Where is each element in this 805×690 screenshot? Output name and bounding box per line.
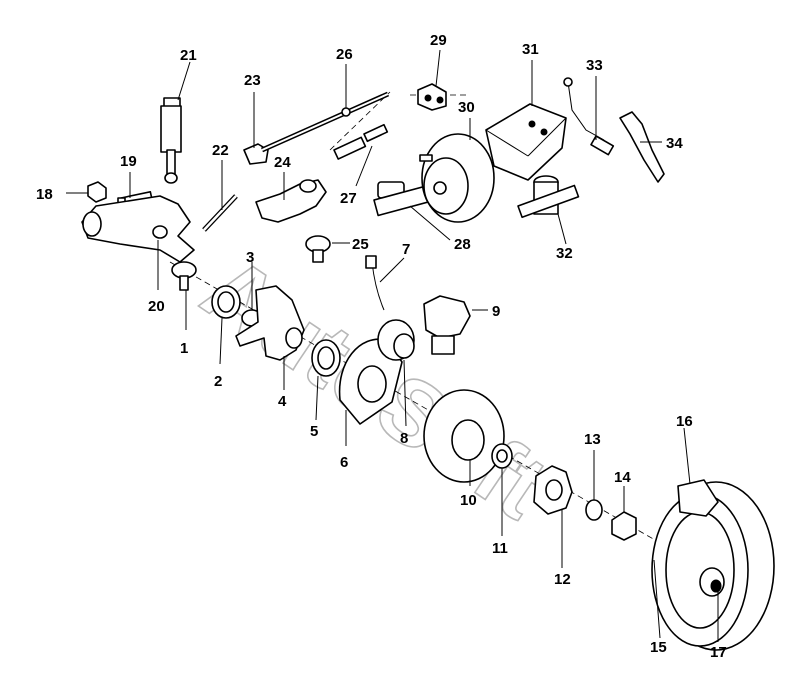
part-upper-control-arm-24 (255, 172, 327, 223)
part-rod-26 (260, 64, 390, 153)
label-28: 28 (454, 236, 471, 253)
label-9: 9 (492, 303, 500, 320)
label-13: 13 (584, 431, 601, 448)
label-22: 22 (212, 142, 229, 159)
label-16: 16 (676, 413, 693, 430)
label-30: 30 (458, 99, 475, 116)
label-8: 8 (400, 430, 408, 447)
label-26: 26 (336, 46, 353, 63)
part-master-cylinder-28 (373, 181, 451, 241)
part-bracket-23 (243, 92, 269, 165)
part-center-cap-17 (710, 579, 722, 642)
part-seal-2 (211, 285, 241, 365)
part-tie-rod-22 (202, 160, 238, 232)
part-pedal-bracket-31 (485, 60, 567, 181)
part-brake-disc-10 (423, 389, 505, 486)
label-11: 11 (492, 540, 508, 557)
label-24: 24 (274, 154, 291, 171)
part-hub-8 (377, 319, 415, 427)
part-bearing-5 (311, 339, 341, 421)
part-knuckle-4 (235, 285, 305, 390)
part-bracket-29 (417, 49, 447, 111)
label-5: 5 (310, 423, 318, 440)
label-1: 1 (180, 340, 188, 357)
part-bearing-11 (491, 443, 513, 536)
part-clutch-cylinder-32 (517, 175, 580, 245)
part-nut-18 (66, 181, 107, 203)
part-line-fitting-27 (333, 123, 389, 187)
label-2: 2 (214, 373, 222, 390)
callout-labels: 1 2 3 4 5 6 7 8 9 10 11 12 13 14 15 16 1… (36, 32, 727, 661)
label-15: 15 (650, 639, 667, 656)
part-cap-14 (611, 486, 637, 541)
label-29: 29 (430, 32, 447, 49)
part-nut-13 (585, 450, 603, 521)
label-18: 18 (36, 186, 53, 203)
label-23: 23 (244, 72, 261, 89)
label-25: 25 (352, 236, 369, 253)
part-caliper-9 (423, 295, 488, 355)
part-lower-control-arm-20 (81, 195, 195, 290)
label-10: 10 (460, 492, 477, 509)
part-brake-booster-30 (419, 118, 495, 223)
part-pedal-34 (619, 111, 665, 183)
label-17: 17 (710, 644, 727, 661)
label-14: 14 (614, 469, 631, 486)
label-7: 7 (402, 241, 410, 258)
part-hub-flange-12 (533, 465, 573, 568)
label-34: 34 (666, 135, 683, 152)
part-sensor-7 (365, 255, 405, 311)
part-wire-33 (563, 76, 615, 156)
label-33: 33 (586, 57, 603, 74)
label-27: 27 (340, 190, 357, 207)
label-32: 32 (556, 245, 573, 262)
label-12: 12 (554, 571, 571, 588)
part-ball-joint-25 (305, 235, 350, 263)
part-wheel-tire-15-16 (651, 427, 775, 651)
label-31: 31 (522, 41, 539, 58)
part-ball-joint-1 (171, 261, 197, 330)
label-4: 4 (278, 393, 287, 410)
label-6: 6 (340, 454, 348, 471)
part-dust-shield-6 (338, 338, 403, 446)
label-19: 19 (120, 153, 137, 170)
label-20: 20 (148, 298, 165, 315)
label-21: 21 (180, 47, 197, 64)
label-3: 3 (246, 249, 254, 266)
part-shock-absorber-21 (160, 61, 191, 184)
